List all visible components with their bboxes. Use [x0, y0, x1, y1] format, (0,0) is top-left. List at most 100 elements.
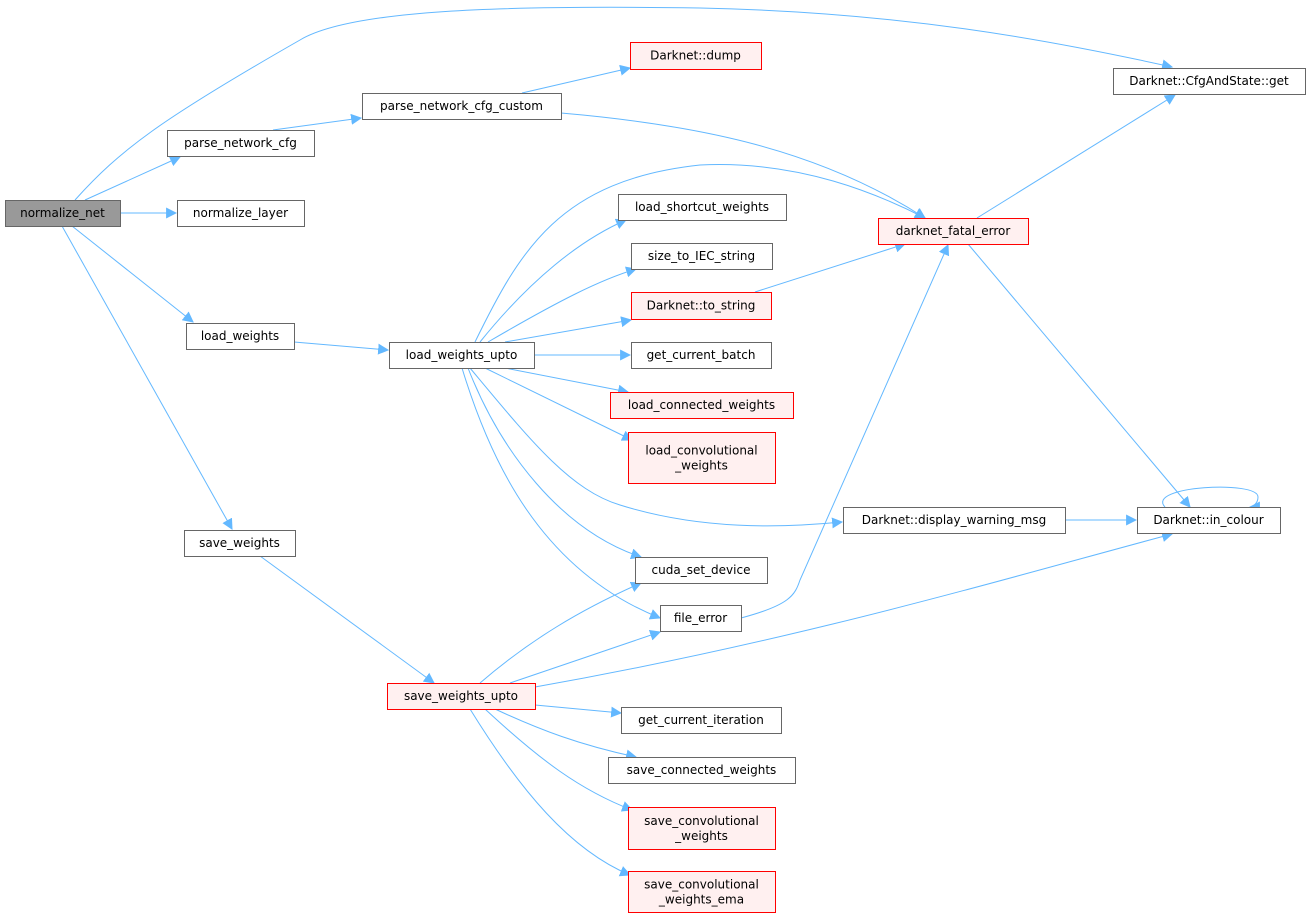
edge-load_weights_upto-to-to_string	[504, 316, 633, 343]
node-label: Darknet::CfgAndState::get	[1129, 74, 1289, 88]
edge-normalize_net-to-save_weights	[61, 225, 233, 530]
node-label: Darknet::display_warning_msg	[862, 513, 1046, 527]
edge-parse_network_cfg-to-parse_network_cfg_custom	[272, 113, 363, 131]
node-dump[interactable]: Darknet::dump	[630, 42, 762, 70]
node-label: normalize_layer	[193, 206, 288, 220]
edge-load_weights_upto-to-load_shortcut_weights	[479, 218, 628, 343]
edge-save_weights_upto-to-save_convolutional_weights	[484, 708, 634, 812]
node-label: _weights_ema	[658, 893, 744, 907]
node-label: get_current_batch	[647, 348, 756, 362]
node-display-warning-msg[interactable]: Darknet::display_warning_msg	[843, 507, 1066, 534]
node-file-error[interactable]: file_error	[660, 605, 742, 632]
edge-file_error-to-darknet_fatal_error	[740, 243, 950, 619]
edge-normalize_net-to-cfg_get	[74, 6, 1174, 201]
node-label: Darknet::in_colour	[1153, 513, 1263, 527]
node-to-string[interactable]: Darknet::to_string	[631, 292, 772, 320]
edge-in_colour-to-in_colour	[1162, 486, 1260, 513]
node-cuda-set-device[interactable]: cuda_set_device	[635, 557, 768, 584]
node-load-weights-upto[interactable]: load_weights_upto	[389, 342, 535, 369]
edge-to_string-to-darknet_fatal_error	[754, 241, 907, 293]
node-box	[628, 432, 776, 484]
node-box	[177, 200, 305, 227]
node-load-connected-weights[interactable]: load_connected_weights	[610, 392, 794, 419]
node-cfg-get[interactable]: Darknet::CfgAndState::get	[1113, 68, 1306, 95]
node-box	[630, 42, 762, 70]
node-label: save_convolutional	[644, 878, 759, 892]
node-box	[628, 871, 776, 913]
node-label: save_weights	[199, 536, 280, 550]
edge-darknet_fatal_error-to-in_colour	[967, 243, 1191, 508]
node-box	[843, 507, 1066, 534]
node-box	[878, 218, 1029, 245]
node-save-weights[interactable]: save_weights	[184, 530, 296, 557]
node-get-current-iteration[interactable]: get_current_iteration	[621, 707, 782, 734]
edge-save_weights_upto-to-save_connected_weights	[494, 708, 638, 761]
node-label: save_convolutional	[644, 814, 759, 828]
node-label: save_weights_upto	[404, 689, 518, 703]
edge-parse_network_cfg_custom-to-darknet_fatal_error	[560, 112, 926, 219]
node-label: load_connected_weights	[628, 398, 775, 412]
node-label: parse_network_cfg	[184, 136, 297, 150]
node-normalize-net[interactable]: normalize_net	[5, 200, 121, 227]
node-parse-network-cfg-custom[interactable]: parse_network_cfg_custom	[362, 93, 562, 120]
node-label: cuda_set_device	[652, 563, 751, 577]
node-normalize-layer[interactable]: normalize_layer	[177, 200, 305, 227]
node-label: _weights	[674, 459, 728, 473]
node-box	[5, 200, 121, 227]
node-label: Darknet::to_string	[647, 299, 756, 313]
node-size-to-IEC-string[interactable]: size_to_IEC_string	[631, 243, 773, 270]
node-load-shortcut-weights[interactable]: load_shortcut_weights	[618, 194, 787, 221]
node-label: file_error	[674, 611, 727, 625]
node-box	[389, 342, 535, 369]
edge-normalize_net-to-load_weights	[71, 225, 194, 323]
node-box	[660, 605, 742, 632]
node-box	[631, 342, 772, 369]
node-load-weights[interactable]: load_weights	[186, 323, 295, 350]
edges	[61, 6, 1260, 877]
node-box	[167, 130, 315, 157]
node-box	[186, 323, 295, 350]
edge-save_weights_upto-to-cuda_set_device	[479, 581, 643, 684]
edge-load_weights_upto-to-darknet_fatal_error	[474, 164, 926, 343]
node-get-current-batch[interactable]: get_current_batch	[631, 342, 772, 369]
node-box	[631, 243, 773, 270]
node-label: load_weights	[201, 329, 279, 343]
edge-save_weights_upto-to-get_current_iteration	[534, 704, 623, 718]
node-darknet-fatal-error[interactable]: darknet_fatal_error	[878, 218, 1029, 245]
edge-normalize_net-to-parse_network_cfg	[84, 156, 182, 201]
node-in-colour[interactable]: Darknet::in_colour	[1137, 507, 1281, 534]
node-box	[362, 93, 562, 120]
node-label: save_connected_weights	[627, 763, 777, 777]
node-box	[608, 757, 796, 784]
node-label: get_current_iteration	[638, 713, 764, 727]
edge-load_weights_upto-to-size_to_IEC_string	[487, 266, 638, 343]
node-save-convolutional-weights[interactable]: save_convolutional_weights	[628, 807, 776, 850]
node-box	[618, 194, 787, 221]
node-parse-network-cfg[interactable]: parse_network_cfg	[167, 130, 315, 157]
node-save-connected-weights[interactable]: save_connected_weights	[608, 757, 796, 784]
node-label: Darknet::dump	[650, 49, 741, 63]
node-label: load_weights_upto	[406, 348, 518, 362]
edge-load_weights_upto-to-file_error	[461, 367, 662, 620]
node-box	[1113, 68, 1306, 95]
node-save-convolutional-weights-ema[interactable]: save_convolutional_weights_ema	[628, 871, 776, 913]
edge-load_weights_upto-to-load_convolutional_weights	[484, 367, 633, 441]
node-box	[631, 292, 772, 320]
node-label: size_to_IEC_string	[648, 249, 755, 263]
node-label: _weights	[674, 829, 728, 843]
nodes: normalize_net parse_network_cfg normalize_…	[5, 42, 1306, 913]
node-box	[628, 807, 776, 850]
node-label: parse_network_cfg_custom	[380, 99, 543, 113]
node-box	[387, 683, 536, 710]
node-label: load_convolutional	[645, 444, 757, 458]
edge-load_weights_upto-to-display_warning_msg	[469, 367, 844, 529]
node-box	[1137, 507, 1281, 534]
node-label: darknet_fatal_error	[896, 224, 1011, 238]
node-box	[610, 392, 794, 419]
edge-save_weights_upto-to-save_convolutional_weights_ema	[469, 708, 632, 877]
node-box	[184, 530, 296, 557]
node-box	[621, 707, 782, 734]
node-save-weights-upto[interactable]: save_weights_upto	[387, 683, 536, 710]
node-load-convolutional-weights[interactable]: load_convolutional_weights	[628, 432, 776, 484]
